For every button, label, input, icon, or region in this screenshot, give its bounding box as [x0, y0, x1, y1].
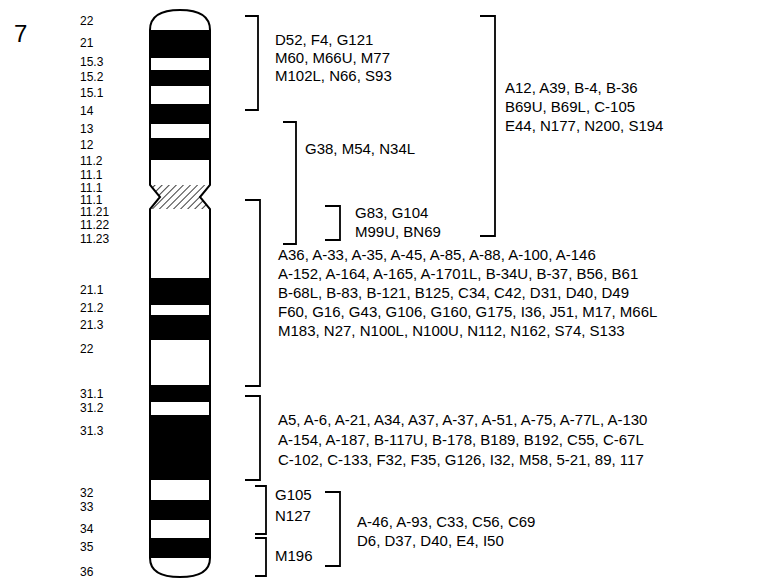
band-label: 31.1: [80, 388, 103, 401]
band-label: 11.22: [80, 219, 109, 232]
chromosome-number: 7: [14, 21, 27, 47]
band-label: 11.2: [80, 155, 102, 168]
chromosome-bands: [140, 0, 220, 583]
band-label: 35: [80, 541, 93, 554]
band-label: 21.1: [80, 284, 103, 297]
chromosome-outline: [150, 10, 210, 577]
marker-list: A5, A-6, A-21, A34, A37, A-37, A-51, A-7…: [278, 412, 647, 429]
band-label: 11.1: [80, 169, 102, 182]
marker-list: M183, N27, N100L, N100U, N112, N162, S74…: [278, 323, 625, 340]
band-label: 22: [80, 343, 93, 356]
band-label: 15.3: [80, 56, 103, 69]
band-label: 22: [80, 15, 93, 28]
bracket: [255, 486, 266, 534]
band-label: 34: [80, 523, 93, 536]
band-label: 31.2: [80, 402, 103, 415]
bracket: [480, 16, 495, 236]
marker-list: E44, N177, N200, S194: [505, 118, 663, 135]
band-label: 32: [80, 487, 93, 500]
bracket: [325, 492, 340, 566]
band-label: 15.1: [80, 87, 103, 100]
band-label: 14: [80, 105, 93, 118]
marker-list: M99U, BN69: [355, 224, 441, 241]
band-label: 11.21: [80, 206, 109, 219]
bracket: [283, 122, 296, 244]
marker-list: G105: [275, 487, 312, 504]
marker-list: B-68L, B-83, B-121, B125, C34, C42, D31,…: [278, 285, 629, 302]
marker-list: G83, G104: [355, 205, 428, 222]
band-label: 36: [80, 566, 93, 579]
marker-list: B69U, B69L, C-105: [505, 99, 635, 116]
band-label: 21.3: [80, 319, 103, 332]
marker-list: A12, A39, B-4, B-36: [505, 80, 638, 97]
band-label: 15.2: [80, 71, 103, 84]
band-label: 21.2: [80, 302, 103, 315]
band-label: 12: [80, 139, 93, 152]
marker-list: A-46, A-93, C33, C56, C69: [357, 514, 535, 531]
bracket: [245, 396, 260, 480]
band-label: 31.3: [80, 425, 103, 438]
bracket: [325, 206, 340, 240]
marker-list: D52, F4, G121: [275, 32, 373, 49]
band-label: 21: [80, 37, 93, 50]
band-label: 33: [80, 501, 93, 514]
marker-list: F60, G16, G43, G106, G160, G175, I36, J5…: [278, 304, 657, 321]
band-label: 11.23: [80, 233, 109, 246]
marker-list: D6, D37, D40, E4, I50: [357, 533, 504, 550]
marker-list: M60, M66U, M77: [275, 50, 390, 67]
bracket: [255, 538, 266, 576]
marker-list: N127: [275, 508, 311, 525]
marker-list: A36, A-33, A-35, A-45, A-85, A-88, A-100…: [278, 247, 596, 264]
marker-list: M196: [275, 548, 313, 565]
marker-list: G38, M54, N34L: [305, 141, 415, 158]
marker-list: A-154, A-187, B-117U, B-178, B189, B192,…: [278, 432, 644, 449]
marker-list: M102L, N66, S93: [275, 68, 392, 85]
bracket: [245, 200, 260, 386]
marker-list: A-152, A-164, A-165, A-1701L, B-34U, B-3…: [278, 266, 638, 283]
band-label: 13: [80, 123, 93, 136]
bracket: [245, 16, 258, 110]
marker-list: C-102, C-133, F32, F35, G126, I32, M58, …: [278, 452, 644, 469]
